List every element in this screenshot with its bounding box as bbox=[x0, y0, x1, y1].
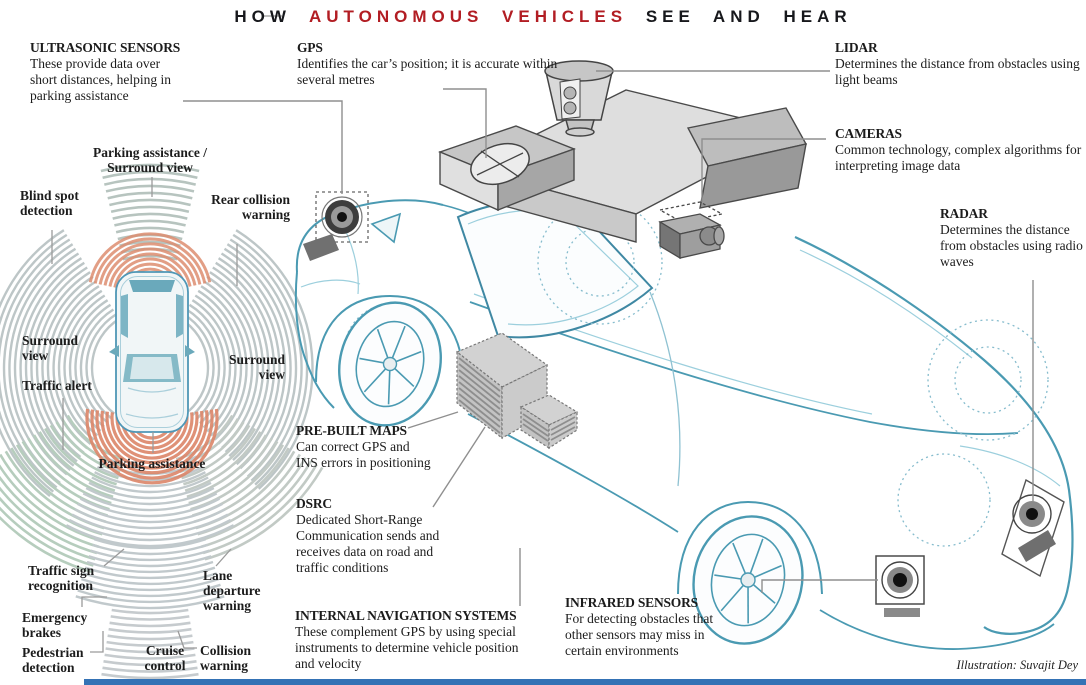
prebuilt-maps-unit bbox=[455, 332, 579, 450]
callout-lidar: LIDAR Determines the distance from obsta… bbox=[835, 40, 1085, 88]
zone-label-collision: Collision warning bbox=[200, 643, 252, 674]
illustration-credit: Illustration: Suvajit Dey bbox=[956, 658, 1078, 672]
roof-platform bbox=[438, 89, 808, 243]
infrared-sensor-unit bbox=[875, 555, 925, 617]
rear-wheel bbox=[692, 515, 804, 645]
ultrasonic-sensor-unit bbox=[303, 191, 369, 261]
callout-infrared-title: INFRARED SENSORS bbox=[565, 595, 698, 610]
callout-prebuilt-maps-title: PRE-BUILT MAPS bbox=[296, 423, 407, 438]
title-highlight: AUTONOMOUS VEHICLES bbox=[308, 7, 628, 26]
callout-lidar-body: Determines the distance from obstacles u… bbox=[835, 55, 1080, 88]
zone-label-blind-spot: Blind spot detection bbox=[20, 188, 79, 219]
zone-label-parking-assistance: Parking assistance bbox=[98, 456, 206, 471]
title-word2: SEE AND HEAR bbox=[645, 7, 852, 26]
callout-gps: GPS Identifies the car’s position; it is… bbox=[297, 40, 587, 88]
callout-radar: RADAR Determines the distance from obsta… bbox=[940, 206, 1086, 270]
callout-infrared-body: For detecting obstacles that other senso… bbox=[565, 610, 714, 659]
callout-ultrasonic: ULTRASONIC SENSORS These provide data ov… bbox=[30, 40, 182, 104]
maps-slats bbox=[458, 357, 576, 442]
callout-lidar-title: LIDAR bbox=[835, 40, 878, 55]
topdown-car-illustration bbox=[109, 271, 195, 433]
callout-gps-title: GPS bbox=[297, 40, 323, 55]
zone-label-cruise: Cruise control bbox=[144, 643, 186, 674]
lidar-unit bbox=[544, 60, 614, 137]
front-wheel bbox=[338, 301, 442, 427]
zone-label-parking-surround: Parking assistance / Surround view bbox=[92, 145, 207, 176]
callout-ultrasonic-title: ULTRASONIC SENSORS bbox=[30, 40, 181, 55]
callout-prebuilt-maps-body: Can correct GPS and INS errors in positi… bbox=[296, 438, 431, 471]
page-title: HOW AUTONOMOUS VEHICLES SEE AND HEAR bbox=[0, 7, 1086, 27]
zone-label-lane-departure: Lane departure warning bbox=[203, 568, 261, 614]
callout-dsrc-body: Dedicated Short-Range Communication send… bbox=[296, 511, 440, 576]
callout-prebuilt-maps: PRE-BUILT MAPS Can correct GPS and INS e… bbox=[296, 423, 431, 471]
zone-label-emergency-brakes: Emergency brakes bbox=[22, 610, 88, 641]
title-word1: HOW bbox=[234, 7, 291, 26]
zone-label-surround-right: Surround view bbox=[228, 352, 285, 383]
radar-unit bbox=[1001, 478, 1065, 578]
callout-radar-title: RADAR bbox=[940, 206, 988, 221]
camera-unit bbox=[658, 201, 725, 260]
car-illustration bbox=[294, 198, 1074, 650]
callout-ins-body: These complement GPS by using special in… bbox=[295, 623, 519, 672]
connector-lines bbox=[183, 15, 1034, 606]
callout-dsrc: DSRC Dedicated Short-Range Communication… bbox=[296, 496, 466, 577]
zone-label-traffic-sign: Traffic sign recognition bbox=[28, 563, 95, 594]
zone-label-surround-left: Surround view bbox=[22, 333, 79, 364]
callout-cameras-body: Common technology, complex algorithms fo… bbox=[835, 141, 1082, 174]
zone-label-pedestrian: Pedestrian detection bbox=[22, 645, 84, 676]
callout-ultrasonic-body: These provide data over short distances,… bbox=[30, 55, 171, 104]
callout-ins: INTERNAL NAVIGATION SYSTEMS These comple… bbox=[295, 608, 540, 672]
callout-dsrc-title: DSRC bbox=[296, 496, 332, 511]
sensor-range-arcs bbox=[0, 163, 324, 680]
callout-infrared: INFRARED SENSORS For detecting obstacles… bbox=[565, 595, 720, 659]
zone-label-ticks bbox=[51, 177, 238, 653]
callout-cameras: CAMERAS Common technology, complex algor… bbox=[835, 126, 1086, 174]
callout-gps-body: Identifies the car’s position; it is acc… bbox=[297, 55, 558, 88]
callout-ins-title: INTERNAL NAVIGATION SYSTEMS bbox=[295, 608, 517, 623]
callout-radar-body: Determines the distance from obstacles u… bbox=[940, 221, 1083, 270]
callout-cameras-title: CAMERAS bbox=[835, 126, 902, 141]
footer-rule bbox=[84, 679, 1086, 685]
zone-label-traffic-alert: Traffic alert bbox=[22, 378, 92, 393]
zone-label-rear-collision: Rear collision warning bbox=[211, 192, 290, 223]
